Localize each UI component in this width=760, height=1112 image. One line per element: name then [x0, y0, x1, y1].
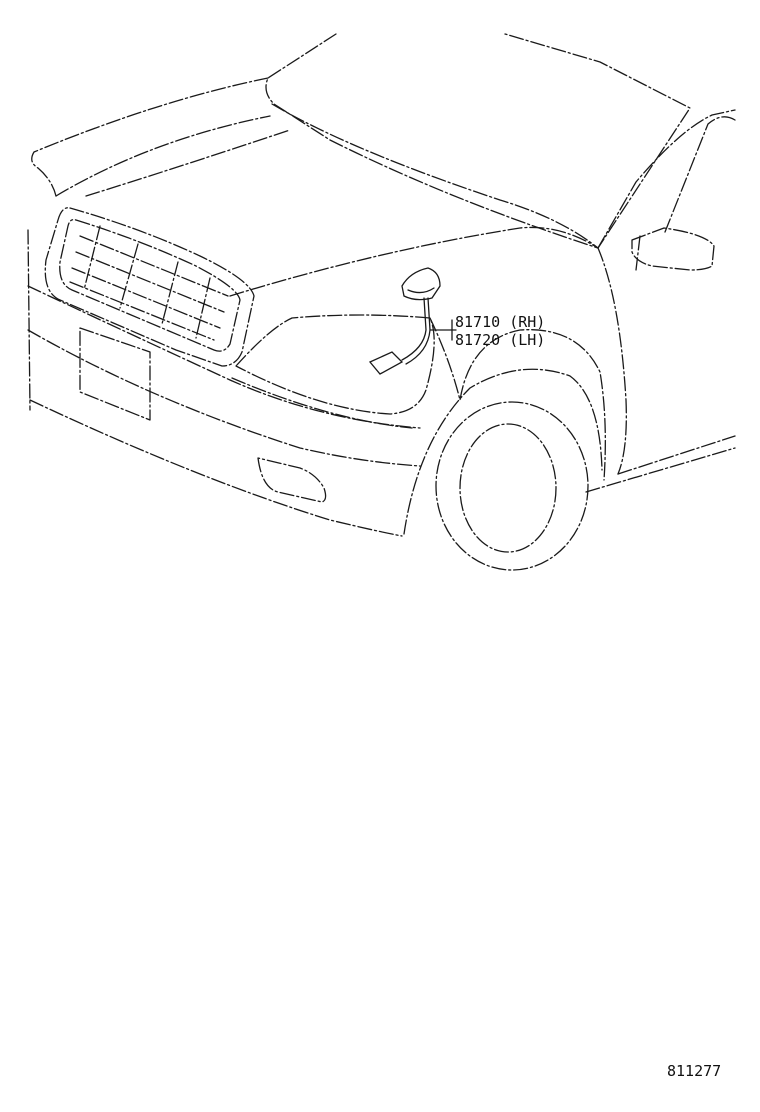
cowl-line [271, 103, 599, 249]
antenna-connector [368, 351, 404, 375]
windshield-outline [265, 33, 691, 249]
hood-front-edge [55, 115, 271, 197]
hood-side-line [229, 226, 599, 297]
hood-outline [31, 77, 269, 197]
part-label-lh: 81720 (LH) [455, 331, 546, 349]
grille-slats [69, 225, 229, 341]
part-label-rh: 81710 (RH) [455, 313, 546, 331]
figure-id: 811277 [667, 1062, 722, 1080]
bumper-upper-line [27, 285, 421, 429]
wheel-arch [403, 368, 603, 535]
antenna-cable [401, 297, 427, 361]
hood-crease [85, 129, 291, 197]
headlamp-lower-edge [231, 377, 413, 429]
grille-outer [44, 207, 255, 367]
license-plate [79, 327, 151, 421]
antenna-base [401, 267, 441, 301]
mirror-stem [635, 235, 641, 271]
bumper-left-edge [27, 229, 31, 411]
fender-line [429, 317, 606, 481]
tire-inner [459, 423, 557, 553]
headlamp-outline [235, 314, 435, 415]
tire-outer [435, 401, 589, 571]
grille-inner [59, 218, 241, 352]
bumper-lower-line [27, 329, 421, 467]
side-window-outline [664, 116, 736, 233]
bumper-bottom-line [29, 399, 403, 537]
fender-body-edge [597, 247, 627, 475]
side-mirror [631, 227, 715, 271]
fog-lamp [257, 457, 327, 503]
a-pillar-outline [597, 109, 736, 249]
door-line [617, 435, 736, 475]
door-lower-line [585, 447, 736, 493]
antenna-assembly [368, 267, 441, 375]
